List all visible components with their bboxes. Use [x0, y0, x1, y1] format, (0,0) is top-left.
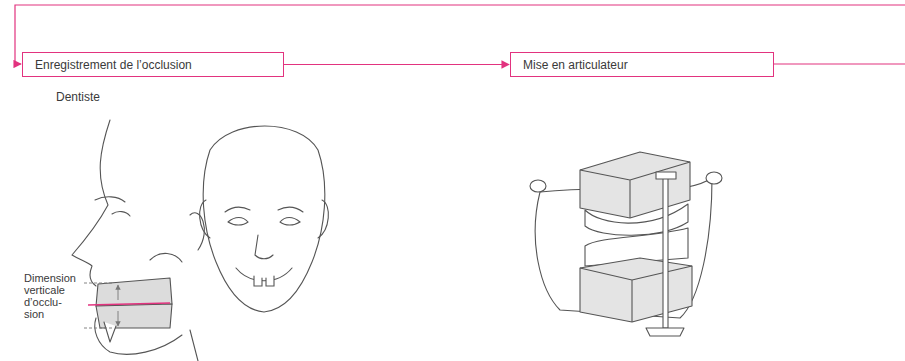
condyle [706, 172, 722, 184]
occlusal-plane [88, 303, 170, 305]
front-ear [200, 200, 210, 238]
process-box: Mise en articulateur [510, 52, 774, 77]
front-mouth [236, 268, 292, 281]
incisal-pin [663, 178, 668, 328]
profile-ear [190, 213, 204, 250]
box-label: Mise en articulateur [523, 58, 628, 72]
front-nose [255, 235, 273, 259]
profile-head [72, 120, 110, 286]
flow-arrow [284, 64, 509, 65]
incisal-pin-head [656, 172, 676, 179]
condyle [530, 180, 546, 192]
front-face [203, 126, 325, 312]
box-label: Enregistrement de l’occlusion [35, 58, 192, 72]
dimension-line [84, 328, 112, 329]
dimension-line [84, 283, 112, 284]
dimension-label: Dimension verticale d’occlu- sion [24, 272, 76, 320]
incisal-table [646, 328, 684, 336]
front-teeth [254, 276, 274, 286]
role-label: Dentiste [56, 90, 100, 104]
upper-cast-base [580, 162, 690, 218]
dimension-arrow [118, 285, 119, 300]
lower-tooth [104, 322, 116, 342]
process-box: Enregistrement de l’occlusion [22, 52, 284, 77]
front-eye [280, 218, 300, 226]
profile-neck [190, 330, 198, 361]
lower-cast-base [580, 266, 692, 322]
profile-eye [112, 212, 130, 216]
front-brow [278, 207, 303, 212]
profile-brow [95, 197, 125, 202]
upper-model [585, 204, 688, 235]
front-ear [318, 200, 328, 238]
lower-cast-base [580, 258, 692, 322]
front-brow [225, 207, 250, 212]
flow-line [773, 63, 905, 64]
dimension-arrow [118, 311, 119, 326]
front-eye [228, 218, 248, 226]
profile-cheek [150, 253, 182, 262]
upper-cast-base [580, 152, 690, 218]
upper-rim [96, 278, 172, 306]
